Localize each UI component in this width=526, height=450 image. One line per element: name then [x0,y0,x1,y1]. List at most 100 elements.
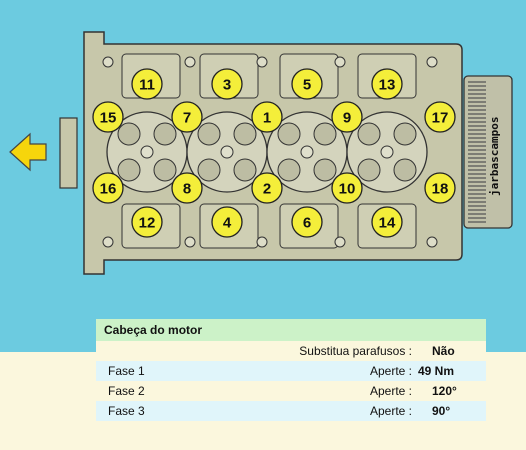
valve-seat [197,122,221,146]
bolt-circle [211,206,243,238]
bolt-circle [131,68,163,100]
phase-value: 49 Nm [418,364,455,378]
valve-seat [357,122,381,146]
bolt-number: 13 [379,77,396,94]
dowel-hole [426,56,438,68]
bolt: 9 [331,101,363,133]
dowel-hole [102,56,114,68]
replace-row: Substitua parafusos : Não [96,341,486,361]
bolt-number: 15 [100,110,117,127]
bolt: 6 [291,206,323,238]
dowel-hole [256,236,268,248]
phase-name: Fase 3 [108,404,145,418]
bolt-number: 12 [139,215,156,232]
phase-name: Fase 1 [108,364,145,378]
phase-value: 90° [432,404,451,418]
bolt-number: 9 [343,110,351,127]
spark-plug-hole [140,145,154,159]
valve-seat [313,122,337,146]
watermark-text: jarbascampos [488,117,501,196]
bolt-circle [424,101,456,133]
valve-seat [117,158,141,182]
bolt: 11 [131,68,163,100]
table-header: Cabeça do motor [96,319,486,341]
phase-name: Fase 2 [108,384,145,398]
bolt-number: 2 [263,181,271,198]
bolt: 17 [424,101,456,133]
bolt-circle [371,206,403,238]
bolt: 14 [371,206,403,238]
phase-row: Fase 1 Aperte : 49 Nm [96,361,486,381]
valve-seat [277,122,301,146]
bolt-circle [211,68,243,100]
bolt: 13 [371,68,403,100]
bolt-number: 8 [183,181,191,198]
bolt: 4 [211,206,243,238]
bolt: 8 [171,172,203,204]
bolt: 2 [251,172,283,204]
bolt-circle [424,172,456,204]
bolt-circle [331,101,363,133]
replace-value: Não [432,344,455,358]
valve-seat [313,158,337,182]
valve-seat [153,158,177,182]
bolt-circle [171,101,203,133]
phase-label: Aperte : [369,364,412,378]
bolt-circle [371,68,403,100]
bolt-number: 11 [139,77,155,94]
bolt-circle [92,172,124,204]
bolt-number: 7 [183,110,191,127]
bolt: 10 [331,172,363,204]
arrow-left-icon [9,132,47,172]
valve-seat [357,158,381,182]
valve-seat [233,158,257,182]
end-plate [59,117,78,189]
bolt-circle [331,172,363,204]
valve-seat [197,158,221,182]
bolt-number: 3 [223,77,231,94]
bolt-circle [291,206,323,238]
phase-label: Aperte : [369,404,412,418]
bolt-number: 5 [303,77,311,94]
bolt-number: 18 [432,181,449,198]
phase-row: Fase 2 Aperte : 120° [96,381,486,401]
bolt-circle [171,172,203,204]
bolt-circle [92,101,124,133]
valve-seat [393,122,417,146]
bolt: 5 [291,68,323,100]
dowel-hole [426,236,438,248]
bolt-number: 17 [432,110,449,127]
dowel-hole [184,56,196,68]
bolt-number: 14 [379,215,396,232]
phase-label: Aperte : [369,384,412,398]
bolt: 16 [92,172,124,204]
dowel-hole [256,56,268,68]
dowel-hole [334,236,346,248]
bolt-number: 6 [303,215,311,232]
bolt: 12 [131,206,163,238]
phase-value: 120° [432,384,457,398]
valve-seat [393,158,417,182]
phase-row: Fase 3 Aperte : 90° [96,401,486,421]
valve-seat [153,122,177,146]
bolt-circle [131,206,163,238]
bolt-circle [291,68,323,100]
bolt: 7 [171,101,203,133]
bolt-number: 16 [100,181,117,198]
bolt: 1 [251,101,283,133]
bolt: 3 [211,68,243,100]
table-title: Cabeça do motor [104,323,203,337]
spark-plug-hole [300,145,314,159]
valve-seat [233,122,257,146]
dowel-hole [102,236,114,248]
valve-seat [117,122,141,146]
spec-table: Cabeça do motor Substitua parafusos : Nã… [96,319,486,421]
spark-plug-hole [380,145,394,159]
cylinder-head-diagram: jarbascampos 11 3 5 13 15 7 1 9 17 16 8 2 10 18 12 4 6 14 [9,31,513,275]
valve-seat [277,158,301,182]
dowel-hole [184,236,196,248]
dowel-hole [334,56,346,68]
bolt-circle [251,172,283,204]
bolt-number: 4 [223,215,232,232]
bolt: 18 [424,172,456,204]
